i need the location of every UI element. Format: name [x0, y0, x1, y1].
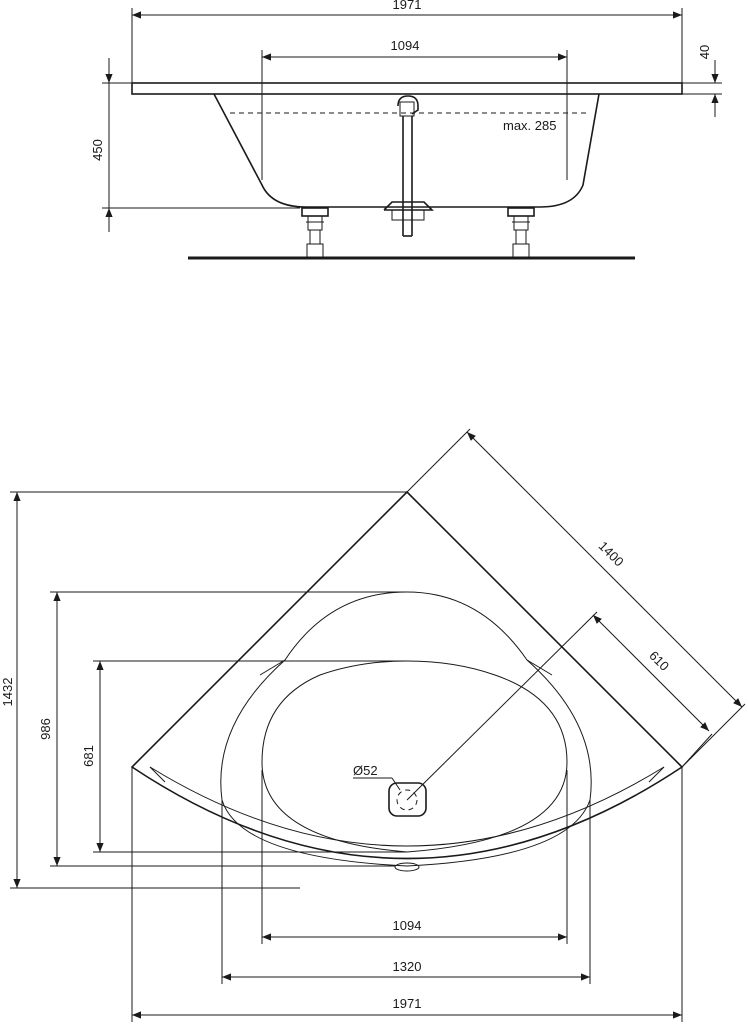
side-view: 1971 1094 40 450 max. 285 — [90, 0, 722, 260]
top-outer-basin — [220, 591, 592, 867]
top-dim-inner-basin-depth: 681 — [81, 745, 96, 767]
waste-pipe — [383, 95, 434, 237]
top-inner-basin — [261, 660, 568, 853]
top-inner-rim — [149, 766, 665, 847]
side-dim-rim-thickness: 40 — [697, 45, 712, 59]
side-water-level-label: max. 285 — [503, 118, 556, 133]
top-dim-inner-width: 1094 — [393, 918, 422, 933]
side-rim — [131, 82, 683, 95]
drain — [388, 782, 427, 817]
top-dim-basin-width: 1320 — [393, 959, 422, 974]
drain-circle — [396, 789, 418, 811]
overflow-front — [394, 862, 420, 872]
side-dim-height: 450 — [90, 139, 105, 161]
side-dim-inner-length: 1094 — [391, 38, 420, 53]
top-dim-overall-depth: 1432 — [0, 678, 15, 707]
top-dim-corner-to-drain: 610 — [646, 648, 672, 674]
top-drain-diameter: Ø52 — [353, 763, 378, 778]
top-dim-outer-basin-depth: 986 — [38, 718, 53, 740]
foot-right — [507, 207, 535, 259]
side-tub-body — [213, 93, 600, 208]
side-dim-overall-length: 1971 — [393, 0, 422, 12]
top-outer-outline — [130, 490, 684, 860]
top-view: 1400 610 1432 986 681 Ø52 1094 — [0, 428, 746, 1022]
foot-left — [301, 207, 329, 259]
top-dim-overall-width: 1971 — [393, 996, 422, 1011]
